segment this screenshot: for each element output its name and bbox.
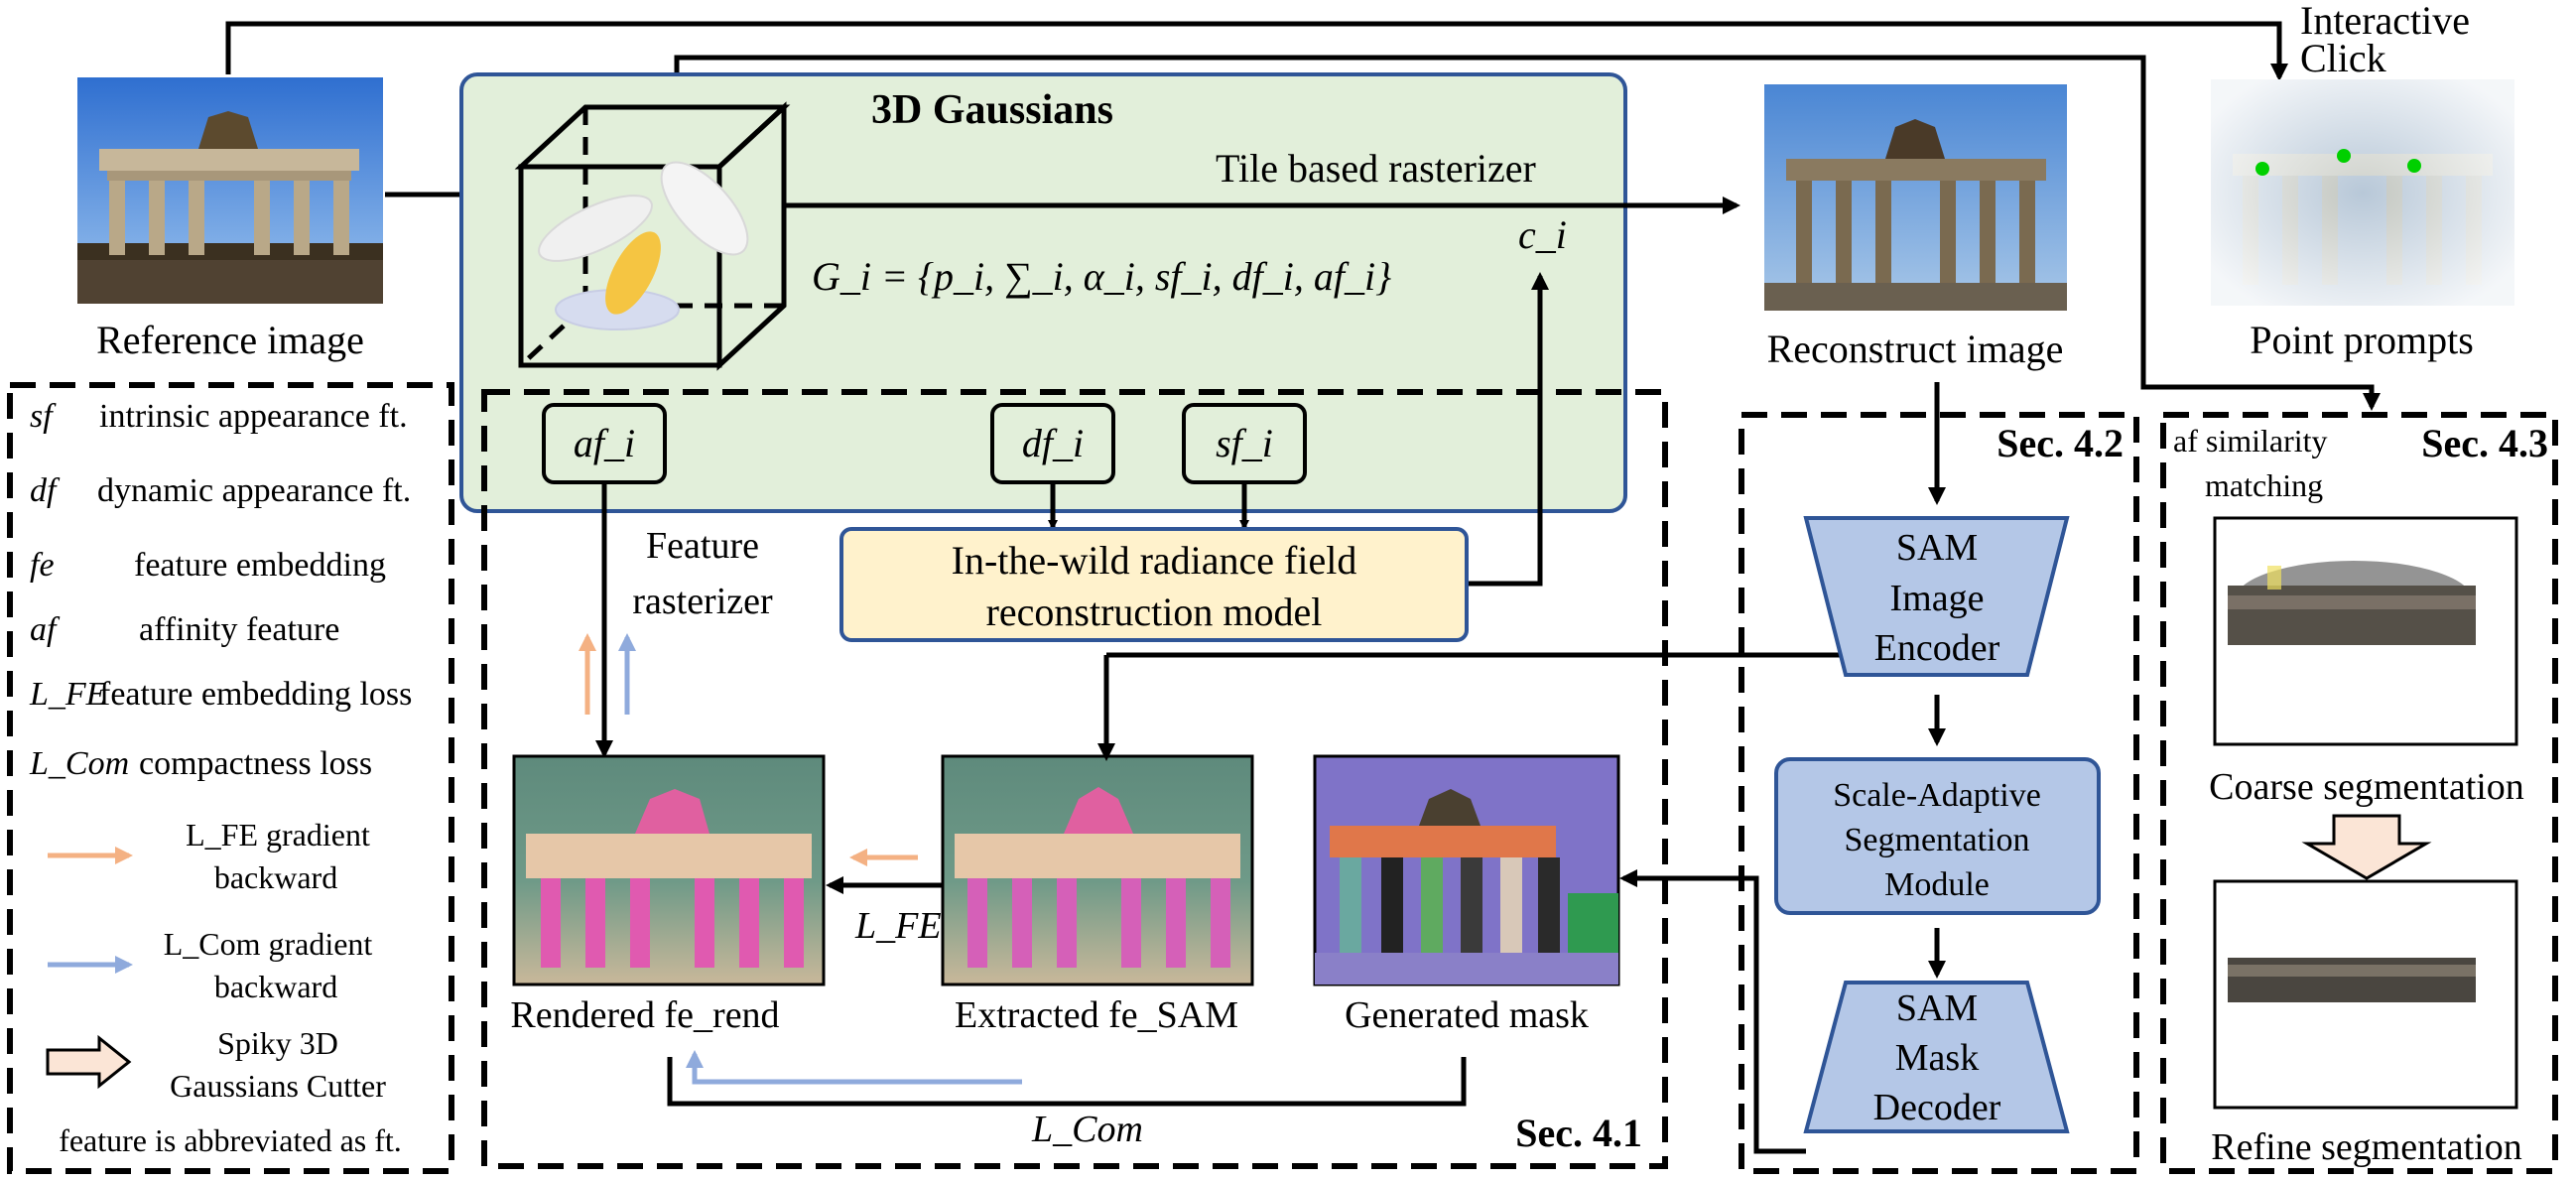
legend-cutter-text: Gaussians Cutter: [170, 1068, 386, 1104]
reconstruct-image-label: Reconstruct image: [1767, 327, 2064, 371]
interactive-click-label-1: Interactive: [2300, 0, 2470, 43]
svg-text:SAM: SAM: [1896, 987, 1978, 1029]
point-prompts-image: [2211, 79, 2514, 306]
svg-text:df_i: df_i: [1022, 421, 1084, 465]
legend-arrow-text: backward: [214, 859, 337, 895]
legend-desc: compactness loss: [139, 745, 372, 782]
generated-mask-label: Generated mask: [1345, 994, 1589, 1036]
tile-rasterizer-label: Tile based rasterizer: [1216, 146, 1536, 191]
legend-footer: feature is abbreviated as ft.: [59, 1122, 402, 1158]
lcom-label: L_Com: [1031, 1109, 1143, 1150]
sam-mask-decoder: SAM Mask Decoder: [1803, 981, 2070, 1133]
sec41-region: [481, 389, 1668, 1169]
scale-adaptive-segmentation-module: Scale-Adaptive Segmentation Module: [1774, 757, 2101, 915]
click-point: [2255, 162, 2269, 176]
legend-symbol: df: [30, 472, 61, 509]
point-prompts-label: Point prompts: [2250, 318, 2474, 362]
gaussians-panel: [459, 72, 1627, 513]
sec42-label: Sec. 4.2: [1996, 421, 2124, 465]
lcom-bracket: [667, 1057, 1467, 1107]
refine-segmentation-image: [2213, 879, 2518, 1110]
gaussian-cube: [514, 101, 791, 371]
svg-text:af_i: af_i: [574, 421, 635, 465]
generated-mask-image: [1313, 754, 1620, 986]
svg-text:Mask: Mask: [1895, 1037, 1979, 1079]
svg-text:SAM: SAM: [1896, 527, 1978, 569]
sec41-label: Sec. 4.1: [1515, 1111, 1642, 1155]
extracted-fe-label: Extracted fe_SAM: [955, 994, 1238, 1036]
refine-segmentation-label: Refine segmentation: [2211, 1126, 2521, 1168]
sec42-region: [1739, 412, 2139, 1174]
coarse-segmentation-image: [2213, 516, 2518, 746]
svg-text:Image: Image: [1890, 578, 1985, 619]
legend-arrow-text: backward: [214, 969, 337, 1004]
svg-text:Encoder: Encoder: [1874, 627, 2000, 669]
rendered-fe-label: Rendered fe_rend: [510, 994, 779, 1036]
af-similarity-label-1: af similarity: [2173, 423, 2328, 459]
svg-text:Segmentation: Segmentation: [1845, 822, 2030, 858]
svg-text:reconstruction model: reconstruction model: [986, 590, 1323, 634]
legend-desc: dynamic appearance ft.: [97, 472, 411, 509]
extracted-fe-image: [941, 754, 1254, 986]
sec43-region: [2160, 412, 2558, 1174]
legend: sf intrinsic appearance ft. df dynamic a…: [29, 398, 412, 782]
sam-image-encoder: SAM Image Encoder: [1803, 516, 2070, 677]
svg-text:Module: Module: [1884, 866, 1990, 903]
gaussians-title: 3D Gaussians: [871, 87, 1113, 133]
ci-label: c_i: [1518, 212, 1567, 257]
legend-desc: affinity feature: [139, 611, 339, 648]
svg-text:In-the-wild radiance field: In-the-wild radiance field: [952, 538, 1357, 583]
svg-text:Scale-Adaptive: Scale-Adaptive: [1833, 777, 2041, 814]
click-point: [2337, 149, 2351, 163]
reference-image: [77, 77, 383, 304]
af-box: af_i: [542, 403, 667, 484]
svg-text:sf_i: sf_i: [1216, 421, 1273, 465]
af-similarity-label-2: matching: [2205, 467, 2323, 503]
interactive-click-label-2: Click: [2300, 36, 2386, 80]
decoder-to-mask-arrow: [1619, 869, 1806, 1154]
rendered-fe-image: [512, 754, 826, 986]
feature-rasterizer-label-2: rasterizer: [632, 581, 773, 622]
legend-cutter-text: Spiky 3D: [217, 1025, 338, 1061]
svg-text:Decoder: Decoder: [1873, 1087, 2001, 1128]
legend-desc: intrinsic appearance ft.: [99, 398, 408, 435]
sec43-label: Sec. 4.3: [2421, 421, 2548, 465]
gaussian-ellipsoids: [538, 161, 749, 330]
legend-symbol: sf: [30, 398, 57, 435]
legend-symbol: L_Com: [29, 745, 129, 782]
legend-desc: feature embedding: [134, 547, 386, 584]
sf-box: sf_i: [1182, 403, 1307, 484]
reference-image-label: Reference image: [96, 318, 364, 362]
lfe-label: L_FE: [854, 905, 942, 947]
coarse-segmentation-label: Coarse segmentation: [2209, 766, 2524, 808]
feature-arrows: [595, 272, 1549, 758]
legend-symbol: af: [30, 611, 61, 648]
lcom-gradient-back-arrow: [686, 1050, 1022, 1085]
top-connectors: [225, 21, 2381, 411]
click-point: [2407, 159, 2421, 173]
legend-cutter-arrow: [46, 1034, 132, 1090]
feature-rasterizer-label-1: Feature: [646, 525, 759, 567]
df-box: df_i: [990, 403, 1115, 484]
cutter-arrow: [2301, 814, 2432, 880]
legend-symbol: fe: [30, 547, 55, 584]
legend-symbol: L_FE: [29, 676, 107, 713]
legend-arrow-text: L_FE gradient: [186, 817, 370, 853]
reconstruct-image: [1764, 84, 2067, 311]
legend-desc: feature embedding loss: [99, 676, 412, 713]
in-the-wild-model-box: In-the-wild radiance field reconstructio…: [839, 527, 1469, 642]
legend-arrow-text: L_Com gradient: [164, 926, 373, 962]
legend-box: [7, 382, 454, 1174]
gaussian-formula: G_i = {p_i, ∑_i, α_i, sf_i, df_i, af_i}: [812, 254, 1391, 299]
